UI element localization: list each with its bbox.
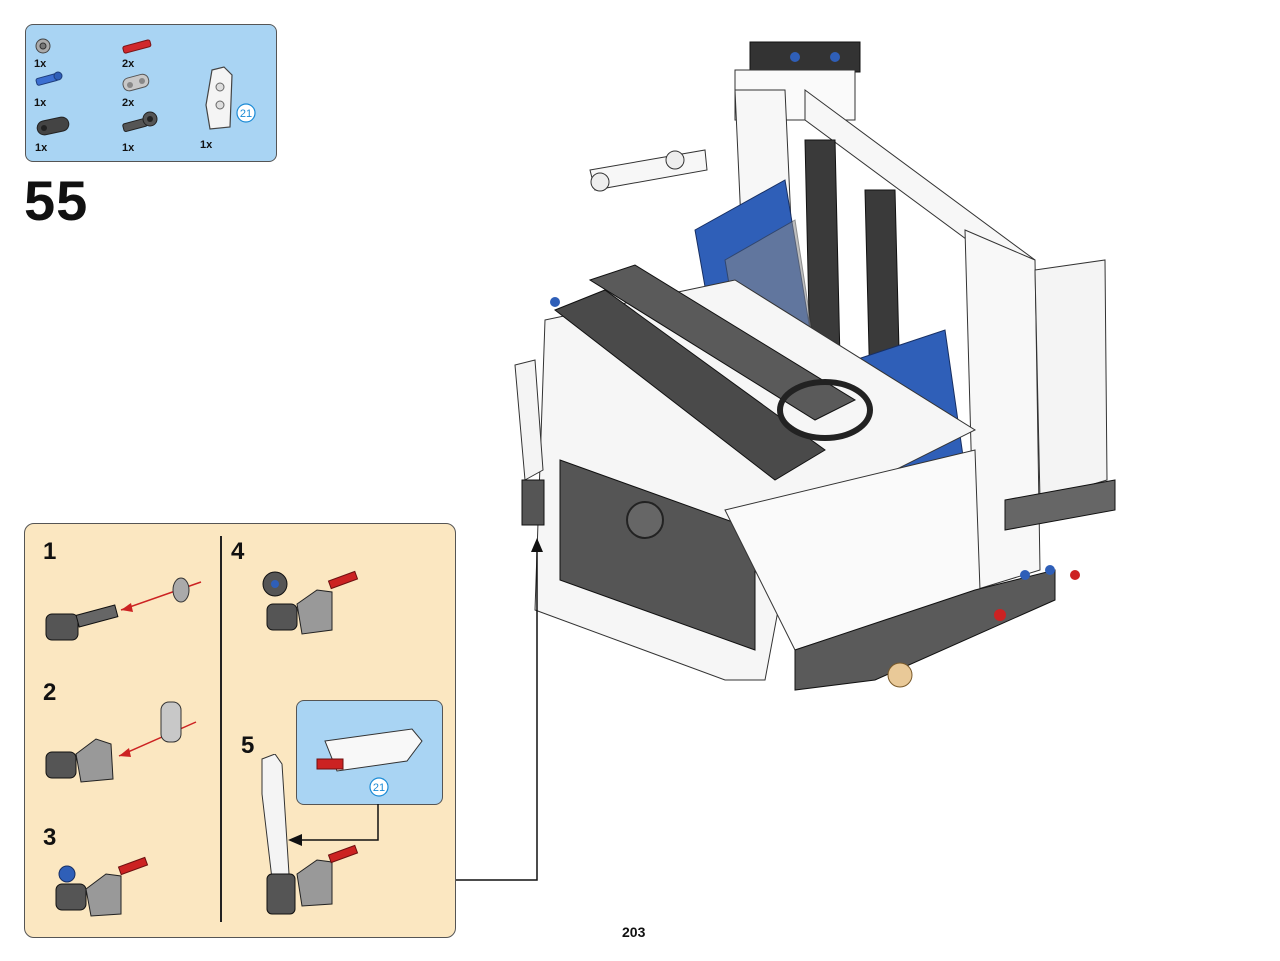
substep-1-illustration <box>41 572 211 662</box>
axle-red-icon <box>120 37 156 57</box>
door-panel-white-icon: 21 <box>198 65 260 135</box>
substep-2-illustration <box>41 694 211 804</box>
step-number: 55 <box>24 169 89 232</box>
parts-list-box: 1x 1x 1x 2x 2x 1x 21 1x <box>25 24 277 162</box>
part-qty: 1x <box>122 142 135 154</box>
part-qty: 1x <box>35 142 48 154</box>
subassembly-box: 1 2 3 4 <box>24 523 456 938</box>
substep-3-illustration <box>51 844 161 924</box>
beam-dark-icon <box>34 113 72 139</box>
callout-box: 21 <box>296 700 443 805</box>
page-number: 203 <box>622 924 646 940</box>
part-qty: 1x <box>34 97 47 109</box>
part-qty: 2x <box>122 97 135 109</box>
part-qty: 2x <box>122 58 135 70</box>
substep-number: 2 <box>43 679 57 706</box>
axle-pin-blue-icon <box>34 71 64 87</box>
substep-number: 4 <box>231 538 245 565</box>
substep-4-illustration <box>257 564 367 644</box>
callout-badge: 21 <box>240 108 252 120</box>
connector-gray-icon <box>120 71 154 95</box>
part-qty: 1x <box>34 58 47 70</box>
subassembly-divider <box>220 536 222 922</box>
substep-number: 1 <box>43 538 57 565</box>
axle-joiner-dark-icon <box>120 109 164 139</box>
substep-number: 3 <box>43 824 57 851</box>
substep-number: 5 <box>241 732 255 759</box>
substep-5-illustration <box>257 754 367 929</box>
callout-badge: 21 <box>373 782 385 794</box>
truck-cab-model <box>495 30 1135 725</box>
part-qty: 1x <box>200 139 213 151</box>
bush-gray-icon <box>34 37 52 55</box>
